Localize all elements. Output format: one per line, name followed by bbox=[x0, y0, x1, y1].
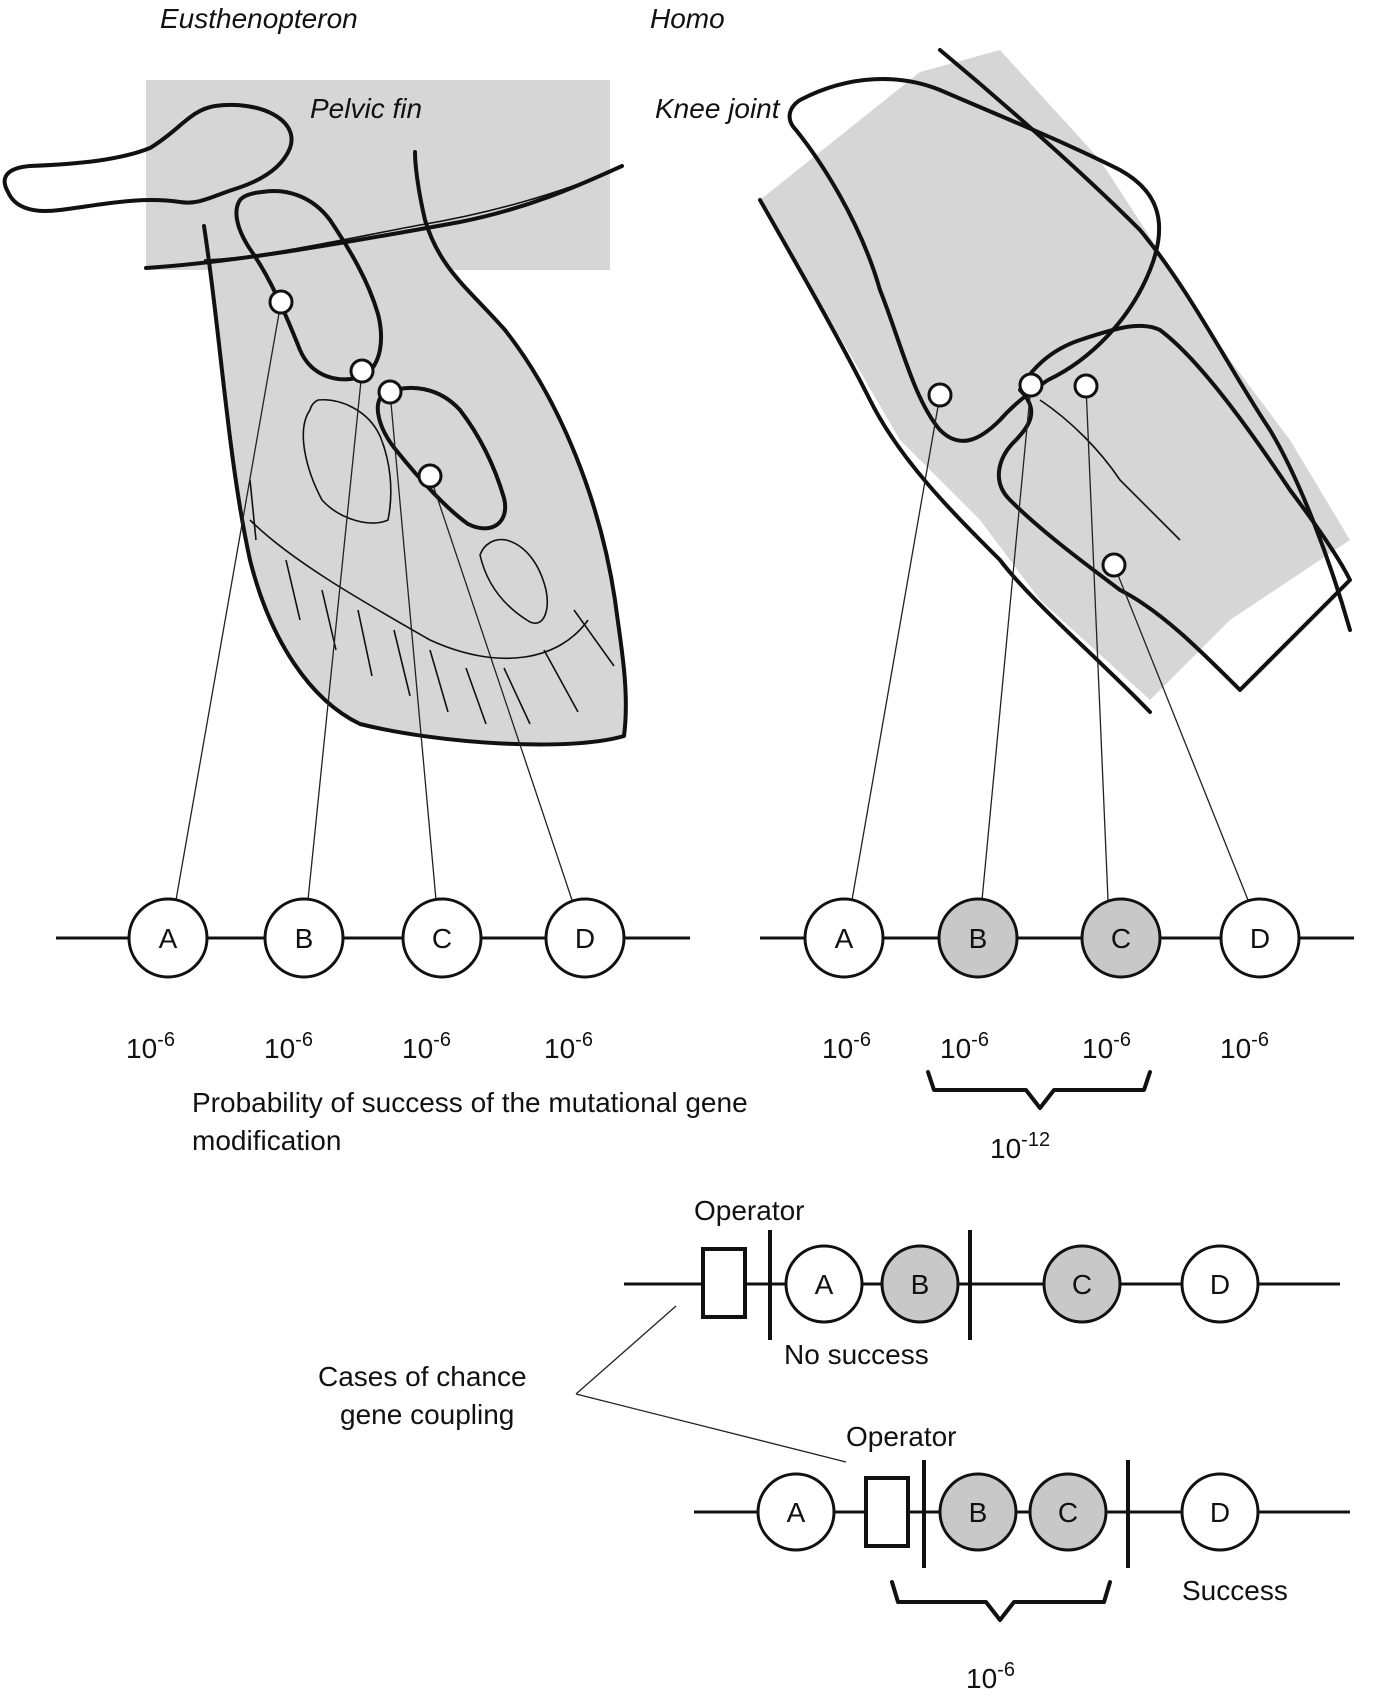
proximal-bone bbox=[234, 189, 384, 382]
gene-label: A bbox=[159, 923, 178, 954]
probability-label: 10-6 bbox=[402, 1029, 451, 1064]
fin-arc bbox=[249, 519, 589, 659]
gene-label: A bbox=[815, 1269, 834, 1300]
gene-node: C bbox=[1042, 1244, 1122, 1324]
gene-label: B bbox=[911, 1269, 930, 1300]
inner-ridge bbox=[203, 165, 623, 261]
gene-label: A bbox=[787, 1497, 806, 1528]
gene-node: B bbox=[263, 897, 345, 979]
gene-label: D bbox=[575, 923, 595, 954]
gene-label: B bbox=[969, 923, 988, 954]
right-organism-title: Homo bbox=[650, 3, 725, 34]
gene-node: B bbox=[880, 1244, 960, 1324]
gene-label: B bbox=[969, 1497, 988, 1528]
gene-node: D bbox=[544, 897, 626, 979]
probability-label: 10-6 bbox=[544, 1029, 593, 1064]
left-probabilities: 10-6 10-6 10-6 10-6 bbox=[126, 1029, 593, 1064]
probability-label: 10-6 bbox=[264, 1029, 313, 1064]
knee-marker-b bbox=[1018, 372, 1044, 398]
operator-box bbox=[864, 1476, 910, 1548]
coupling-label-line-2: gene coupling bbox=[340, 1399, 514, 1430]
right-probabilities: 10-6 10-6 10-6 10-6 bbox=[822, 1029, 1269, 1064]
gene-node: D bbox=[1219, 897, 1301, 979]
gene-label: A bbox=[835, 923, 854, 954]
caption-line-1: Probability of success of the mutational… bbox=[192, 1087, 748, 1118]
fin-marker-a bbox=[268, 289, 294, 315]
gene-label: C bbox=[1111, 923, 1131, 954]
radial-outline-2 bbox=[479, 538, 548, 624]
thigh-outline-left bbox=[758, 198, 1152, 714]
left-structure-title: Pelvic fin bbox=[310, 93, 422, 124]
gene-node: B bbox=[938, 1472, 1018, 1552]
right-brace bbox=[926, 1070, 1152, 1110]
body-outline bbox=[144, 164, 624, 270]
gene-node: A bbox=[803, 897, 885, 979]
operator-label: Operator bbox=[846, 1421, 957, 1452]
combined-probability-right: 10-12 bbox=[990, 1129, 1050, 1164]
probability-label: 10-6 bbox=[1220, 1029, 1269, 1064]
radial-outline-1 bbox=[302, 399, 392, 524]
gene-label: D bbox=[1210, 1497, 1230, 1528]
gene-node: D bbox=[1180, 1472, 1260, 1552]
fin-shade bbox=[204, 152, 626, 745]
gene-label: B bbox=[295, 923, 314, 954]
marker-dots bbox=[268, 289, 1127, 578]
operator-box bbox=[701, 1247, 747, 1319]
eusthenopteron-pelvic-fin-drawing bbox=[2, 80, 628, 747]
operator-label: Operator bbox=[694, 1195, 805, 1226]
gene-label: C bbox=[1072, 1269, 1092, 1300]
femur-shape bbox=[787, 77, 1162, 443]
result-label: No success bbox=[784, 1339, 929, 1370]
guide-lines bbox=[175, 301, 1249, 901]
fin-marker-b bbox=[349, 358, 375, 384]
knee-marker-a bbox=[927, 382, 953, 408]
coupling-case-2: Operator A B C D Success 10-6 bbox=[694, 1421, 1350, 1694]
gene-node: A bbox=[127, 897, 209, 979]
probability-label: 10-6 bbox=[822, 1029, 871, 1064]
left-gene-chain: A B C D bbox=[56, 897, 690, 979]
dorsal-blob bbox=[2, 102, 294, 213]
gene-node: C bbox=[401, 897, 483, 979]
fin-outline bbox=[202, 150, 628, 747]
success-brace bbox=[890, 1580, 1112, 1622]
gene-node: A bbox=[784, 1244, 864, 1324]
caption-line-2: modification bbox=[192, 1125, 341, 1156]
knee-marker-c bbox=[1073, 373, 1099, 399]
gene-label: C bbox=[432, 923, 452, 954]
fin-rays bbox=[249, 479, 615, 725]
homo-knee-joint-drawing bbox=[758, 48, 1352, 714]
gene-label: D bbox=[1210, 1269, 1230, 1300]
knee-marker-d bbox=[1101, 552, 1127, 578]
gene-node: C bbox=[1080, 897, 1162, 979]
fin-marker-c bbox=[377, 379, 403, 405]
probability-label: 10-6 bbox=[940, 1029, 989, 1064]
combined-probability-success: 10-6 bbox=[966, 1659, 1015, 1694]
fin-marker-d bbox=[417, 463, 443, 489]
coupling-case-1: Operator A B C D No success bbox=[624, 1195, 1340, 1370]
knee-thin-line bbox=[1039, 399, 1181, 541]
gene-label: D bbox=[1250, 923, 1270, 954]
right-gene-chain: A B C D bbox=[760, 897, 1354, 979]
gene-label: C bbox=[1058, 1497, 1078, 1528]
probability-label: 10-6 bbox=[1082, 1029, 1131, 1064]
probability-label: 10-6 bbox=[126, 1029, 175, 1064]
tibia-shape bbox=[997, 323, 1352, 692]
gene-node: B bbox=[937, 897, 1019, 979]
left-organism-title: Eusthenopteron bbox=[160, 3, 358, 34]
gene-node: C bbox=[1028, 1472, 1108, 1552]
gene-node: D bbox=[1180, 1244, 1260, 1324]
coupling-pointers bbox=[575, 1305, 847, 1463]
result-label: Success bbox=[1182, 1575, 1288, 1606]
right-structure-title: Knee joint bbox=[655, 93, 781, 124]
coupling-label-line-1: Cases of chance bbox=[318, 1361, 527, 1392]
gene-node: A bbox=[756, 1472, 836, 1552]
